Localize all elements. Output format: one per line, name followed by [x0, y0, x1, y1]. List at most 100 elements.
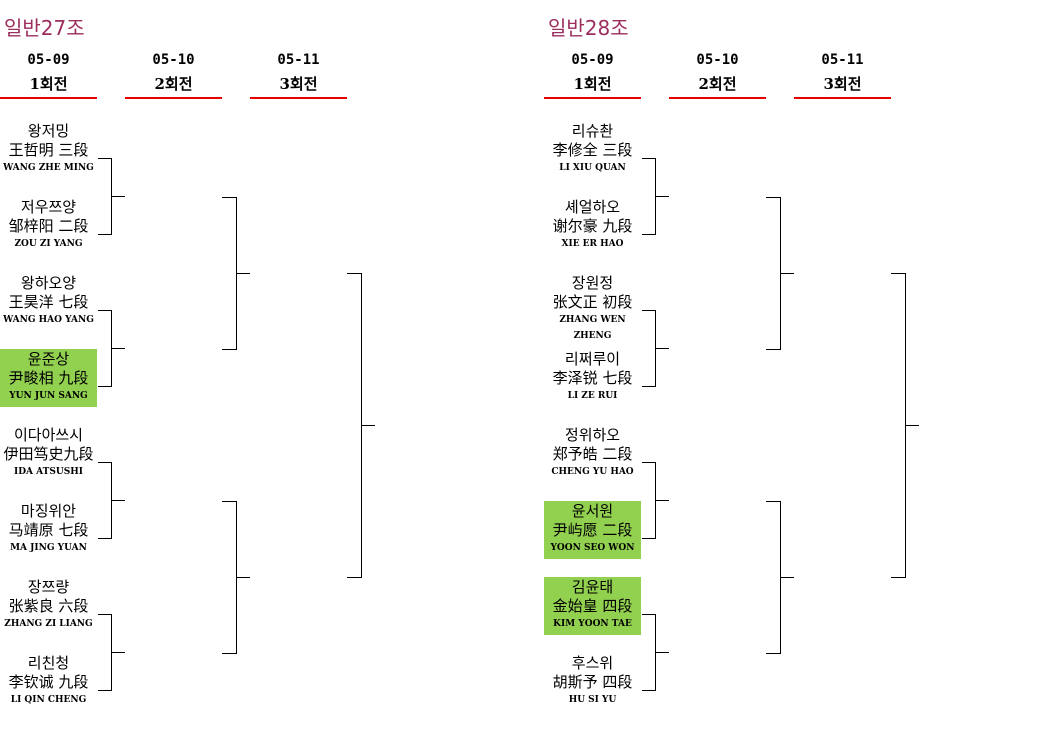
player-korean-name: 김윤태 [571, 578, 614, 596]
player-romanized-name: LI XIU QUAN [559, 163, 626, 173]
bracket-line [98, 234, 111, 235]
bracket-line [891, 273, 905, 274]
round-header: 05-09 1회전 [544, 52, 641, 99]
player-chinese-name: 李修全 三段 [552, 141, 633, 159]
round-date: 05-09 [571, 52, 614, 68]
player-korean-name: 정위하오 [564, 426, 621, 444]
bracket-line [98, 158, 111, 159]
bracket-line [766, 501, 780, 502]
group-title: 일반28조 [548, 16, 629, 40]
player-chinese-name: 谢尔豪 九段 [552, 217, 633, 235]
player-korean-name: 셰얼하오 [564, 198, 621, 216]
bracket-line [780, 577, 794, 578]
player-chinese-name: 李泽锐 七段 [552, 369, 633, 387]
bracket-line [905, 425, 919, 426]
player-romanized-name: LI ZE RUI [567, 391, 618, 401]
round-underline [544, 97, 641, 99]
bracket-line [642, 310, 655, 311]
player-romanized-name: YOON SEO WON [550, 543, 635, 553]
bracket-line [891, 577, 905, 578]
player-korean-name: 후스위 [571, 654, 614, 672]
bracket-line [98, 462, 111, 463]
round-underline [250, 97, 347, 99]
round-underline [794, 97, 891, 99]
bracket-line [98, 310, 111, 311]
bracket-line [111, 652, 125, 653]
bracket-line [642, 614, 655, 615]
player-chinese-name: 郑予皓 二段 [552, 445, 633, 463]
bracket-line [111, 500, 125, 501]
bracket-line [642, 690, 655, 691]
bracket-line [222, 653, 236, 654]
bracket-line [655, 348, 669, 349]
player-romanized-name: MA JING YUAN [10, 543, 87, 553]
bracket-line [111, 196, 125, 197]
bracket-line [642, 462, 655, 463]
round-date: 05-11 [277, 52, 320, 68]
round-label: 2회전 [154, 75, 193, 93]
player-romanized-name: ZHANG WEN ZHENG [559, 315, 626, 341]
player-korean-name: 리슈촨 [571, 122, 614, 140]
player-romanized-name: ZOU ZI YANG [14, 239, 83, 249]
group-title: 일반27조 [4, 16, 85, 40]
player-chinese-name: 伊田笃史九段 [3, 445, 94, 463]
bracket-line [642, 538, 655, 539]
bracket-line [222, 501, 236, 502]
player-korean-name: 왕저밍 [27, 122, 70, 140]
round-date: 05-11 [821, 52, 864, 68]
player-chinese-name: 张文正 初段 [552, 293, 633, 311]
round-underline [669, 97, 766, 99]
bracket-line [655, 196, 669, 197]
bracket-line [642, 386, 655, 387]
round-date: 05-10 [696, 52, 739, 68]
bracket-line [347, 577, 361, 578]
round-underline [125, 97, 222, 99]
player-korean-name: 장원정 [571, 274, 614, 292]
player-korean-name: 장쯔량 [27, 578, 70, 596]
player-korean-name: 저우쯔양 [20, 198, 77, 216]
round-underline [0, 97, 97, 99]
bracket-line [222, 197, 236, 198]
player-chinese-name: 马靖原 七段 [8, 521, 89, 539]
round-label: 3회전 [823, 75, 862, 93]
bracket-line [98, 538, 111, 539]
bracket-line [655, 652, 669, 653]
bracket-line [98, 386, 111, 387]
player-romanized-name: YUN JUN SANG [9, 391, 88, 401]
bracket-line [98, 614, 111, 615]
player-romanized-name: ZHANG ZI LIANG [4, 619, 93, 629]
round-label: 3회전 [279, 75, 318, 93]
player-romanized-name: IDA ATSUSHI [14, 467, 83, 477]
player-chinese-name: 尹畯相 九段 [8, 369, 89, 387]
bracket-line [222, 349, 236, 350]
player-romanized-name: HU SI YU [568, 695, 617, 705]
player-romanized-name: XIE ER HAO [561, 239, 624, 249]
player-romanized-name: WANG ZHE MING [3, 163, 94, 173]
player-korean-name: 윤서원 [571, 502, 614, 520]
player-romanized-name: CHENG YU HAO [551, 467, 634, 477]
player-chinese-name: 尹屿愿 二段 [552, 521, 633, 539]
bracket-line [111, 348, 125, 349]
player-chinese-name: 张紫良 六段 [8, 597, 89, 615]
round-label: 1회전 [573, 75, 612, 93]
bracket-line [236, 273, 250, 274]
